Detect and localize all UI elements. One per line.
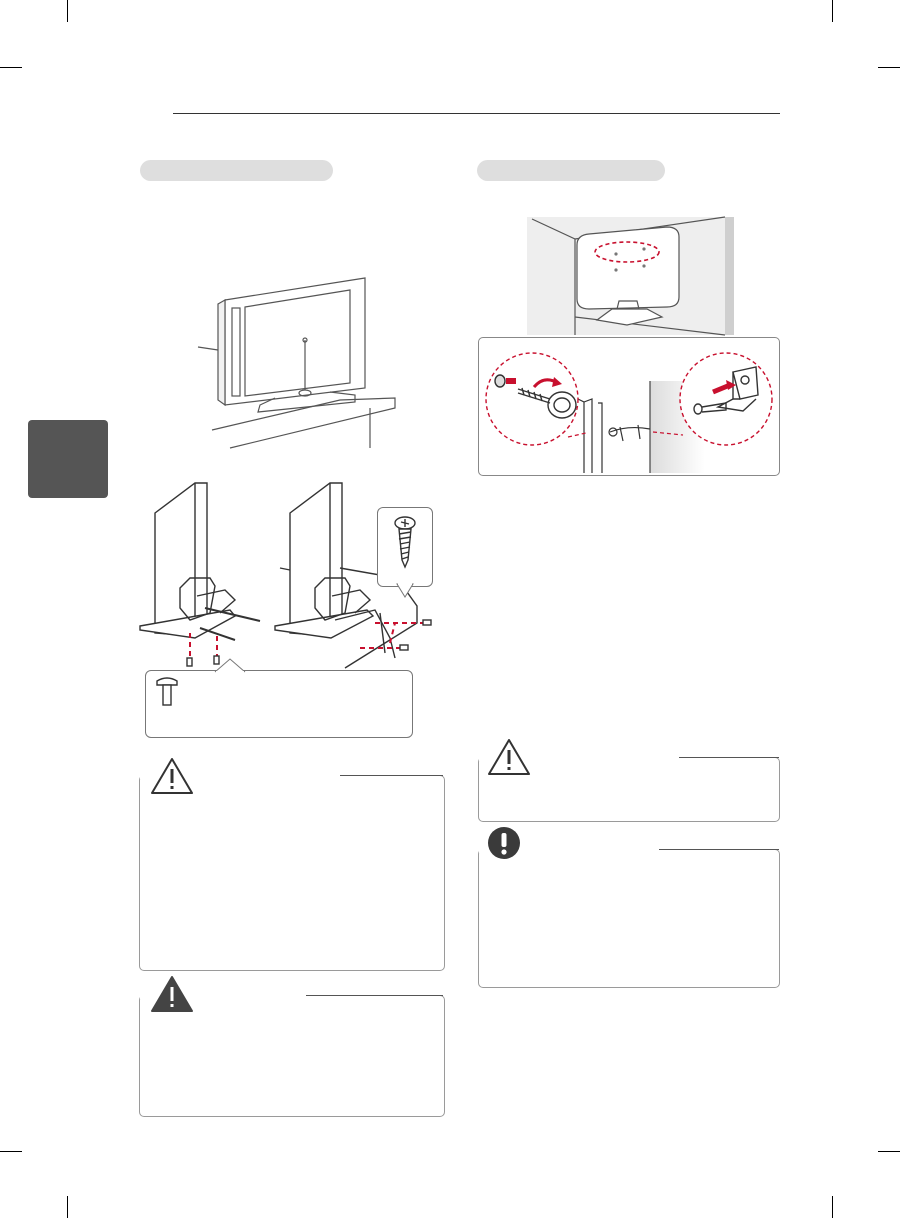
callout-pointer — [396, 583, 414, 598]
crop-mark-icon — [878, 1151, 900, 1152]
stand-fixing-illustration — [139, 482, 432, 669]
crop-mark-icon — [67, 1196, 68, 1218]
crop-mark-icon — [832, 1196, 833, 1218]
caution-right-header-mask — [479, 747, 679, 761]
section-heading-pill-left — [140, 160, 333, 181]
note-header-mask — [479, 839, 659, 853]
crop-mark-icon — [878, 67, 900, 68]
crop-mark-icon — [832, 0, 833, 22]
short-screw-icon — [156, 677, 178, 706]
note-exclamation-circle-icon — [488, 827, 520, 859]
caution-box-left — [139, 775, 445, 971]
crop-mark-icon — [67, 0, 68, 22]
crop-mark-icon — [0, 1151, 22, 1152]
caution-header-rule — [340, 775, 443, 776]
tv-on-table-illustration — [197, 277, 396, 449]
chapter-tab — [28, 420, 108, 498]
caution-header-mask — [140, 765, 340, 779]
header-rule — [173, 113, 780, 114]
short-screw-callout — [145, 670, 413, 738]
screw-icon — [394, 516, 416, 569]
note-box — [478, 849, 780, 988]
warning-header-rule — [306, 995, 443, 996]
bracket-detail-illustration — [485, 352, 773, 473]
crop-mark-icon — [0, 67, 22, 68]
warning-box — [139, 995, 445, 1117]
caution-triangle-icon — [488, 739, 530, 775]
warning-filled-triangle-icon — [151, 976, 193, 1012]
caution-right-header-rule — [679, 757, 779, 758]
tv-back-wall-illustration — [527, 216, 734, 336]
section-heading-pill-right — [477, 160, 665, 181]
callout-pointer — [214, 658, 246, 673]
note-header-rule — [659, 849, 779, 850]
caution-triangle-icon — [151, 758, 193, 794]
